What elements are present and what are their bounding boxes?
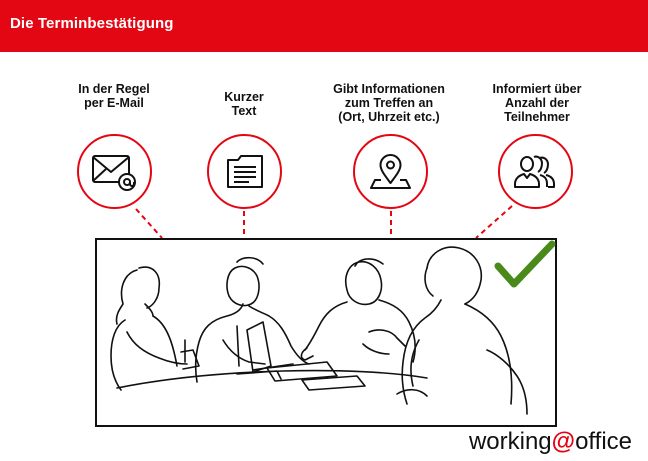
brand-logo: working@office [469,427,632,457]
email-at-icon [92,155,136,191]
document-text-icon [227,155,263,188]
brand-at-symbol: @ [551,428,576,455]
email-circle [77,134,152,209]
brand-part-office: office [575,428,632,455]
label-meeting-info: Gibt Informationen zum Treffen an (Ort, … [333,82,445,124]
participants-circle [498,134,573,209]
location-circle [353,134,428,209]
meeting-illustration [95,238,557,427]
checkmark-icon [494,240,556,288]
meeting-line-drawing [110,246,528,415]
label-participants: Informiert über Anzahl der Teilnehmer [492,82,582,124]
label-short-text: Kurzer Text [224,90,264,118]
brand-part-working: working [468,428,552,455]
location-pin-icon [370,154,411,189]
page-title: Die Terminbestätigung [10,15,174,32]
people-group-icon [514,155,555,188]
document-circle [207,134,282,209]
label-email: In der Regel per E-Mail [78,82,150,110]
header-bar: Die Terminbestätigung [0,0,648,52]
